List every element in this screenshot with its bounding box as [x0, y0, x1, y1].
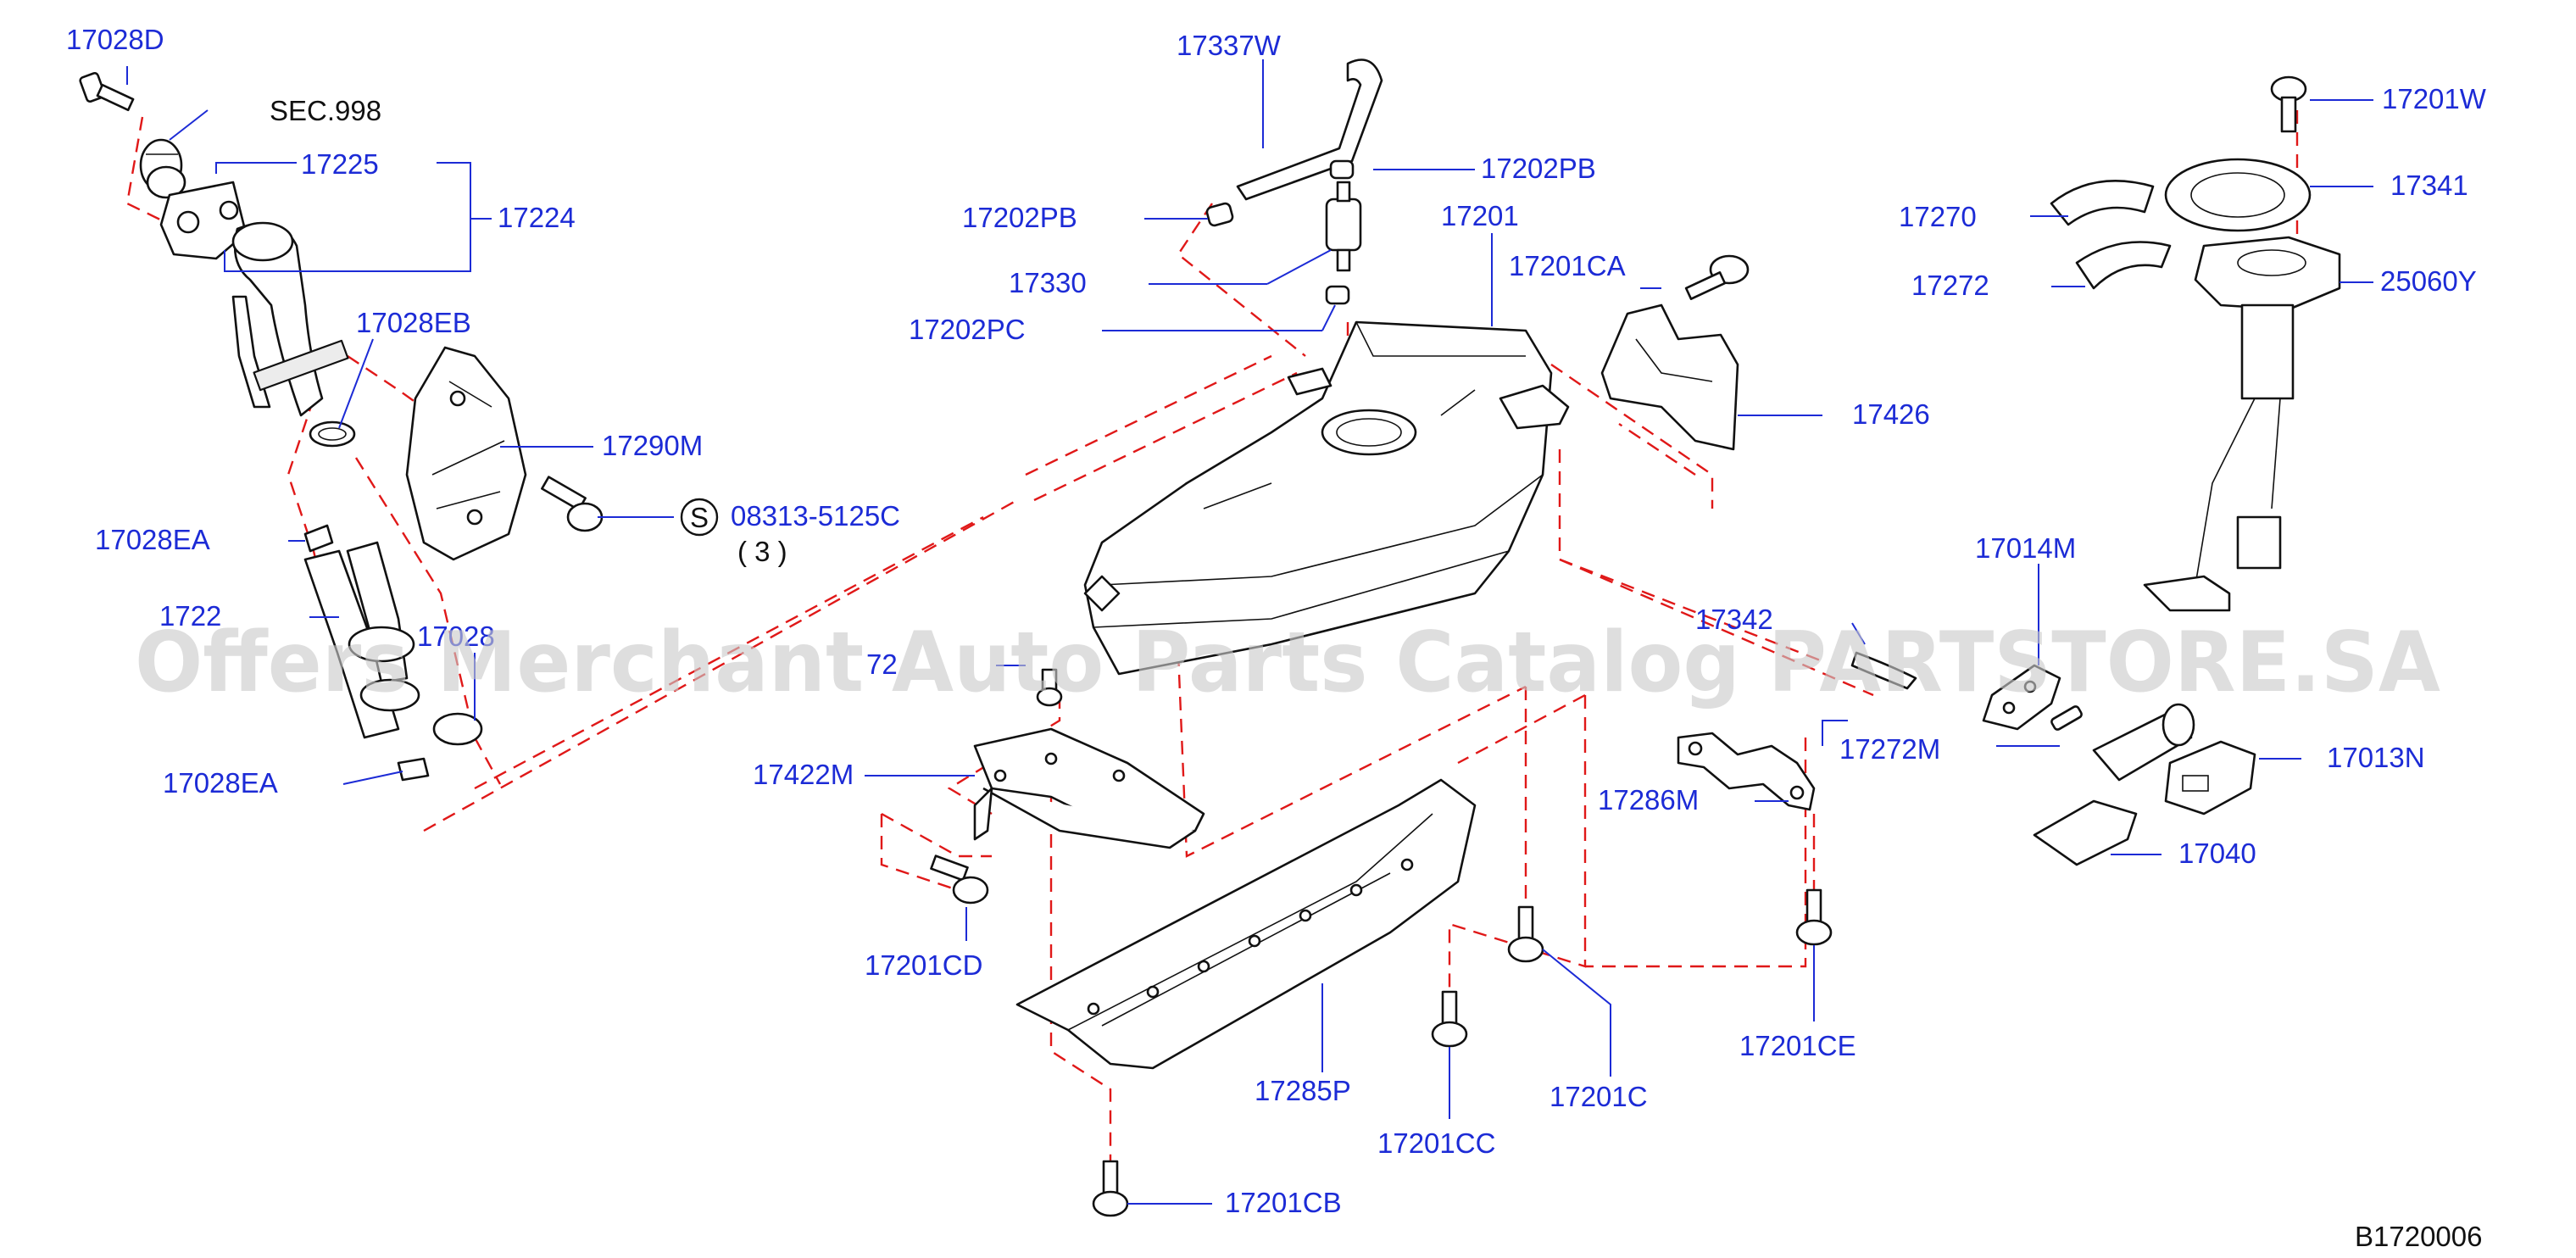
- label-17201[interactable]: 17201: [1441, 200, 1519, 231]
- fuel-pump-17040: [2033, 703, 2195, 866]
- label-17028EB[interactable]: 17028EB: [356, 307, 471, 338]
- packing-17272: [2075, 241, 2172, 290]
- label-17426[interactable]: 17426: [1852, 398, 1930, 430]
- label-17225[interactable]: 17225: [301, 148, 379, 180]
- s-symbol-badge: S: [680, 498, 719, 537]
- bolt-08313: [541, 476, 604, 532]
- watermark-text: Offers Merchant Auto Parts Catalog PARTS…: [135, 615, 2440, 711]
- bracket-17426: [1600, 254, 1750, 451]
- tank-strap-17342: [1850, 651, 1917, 690]
- label-17202PB-left[interactable]: 17202PB: [962, 202, 1077, 233]
- gasket-17341: [2164, 158, 2312, 232]
- check-valve-17330: [1325, 181, 1362, 272]
- filler-flange-17225: [159, 181, 248, 260]
- label-17201C[interactable]: 17201C: [1549, 1081, 1648, 1112]
- packing-17270: [2050, 180, 2155, 226]
- fuel-cap: [139, 138, 186, 199]
- heat-shield-17290M: [405, 346, 527, 561]
- label-17201W[interactable]: 17201W: [2382, 83, 2487, 114]
- hose-clamp-17028EB: [309, 420, 356, 448]
- label-17341[interactable]: 17341: [2390, 170, 2468, 201]
- bolt-17201CE: [1795, 888, 1833, 946]
- part-labels: 17028D SEC.998 17225 17224 17028EB 17290…: [66, 24, 2487, 1252]
- clamp-17202PC: [1325, 285, 1350, 305]
- diagram-code: B1720006: [2355, 1221, 2482, 1252]
- label-17028EA-upper[interactable]: 17028EA: [95, 524, 210, 555]
- filler-neck-assembly: [79, 71, 604, 782]
- label-17224[interactable]: 17224: [498, 202, 576, 233]
- label-17422M[interactable]: 17422M: [753, 759, 854, 790]
- label-17014M[interactable]: 17014M: [1975, 532, 2076, 564]
- cradle-17422M: [973, 727, 1205, 849]
- bolt-near-tank: [1036, 668, 1063, 707]
- label-17201CD[interactable]: 17201CD: [865, 949, 982, 981]
- fuel-tank-17201: [1083, 320, 1570, 676]
- label-17201CE[interactable]: 17201CE: [1739, 1030, 1856, 1061]
- clamp-17202PB-left: [1205, 202, 1234, 227]
- label-17201CB[interactable]: 17201CB: [1225, 1187, 1342, 1218]
- clamp-17202PB-right: [1329, 159, 1355, 180]
- label-17028D[interactable]: 17028D: [66, 24, 164, 55]
- fuel-pump-assembly: [1982, 75, 2341, 866]
- label-17337W[interactable]: 17337W: [1177, 30, 1282, 61]
- label-25060Y[interactable]: 25060Y: [2380, 265, 2477, 297]
- label-17270[interactable]: 17270: [1899, 201, 1977, 232]
- bracket-17014M: [1982, 664, 2061, 731]
- label-17040[interactable]: 17040: [2178, 838, 2256, 869]
- bolt-17201CA: [1684, 254, 1750, 300]
- skid-plate-17285P: [1015, 778, 1477, 1070]
- s-symbol-text: S: [690, 502, 709, 533]
- label-17272M[interactable]: 17272M: [1839, 733, 1940, 765]
- label-08313-5125C[interactable]: 08313-5125C: [731, 500, 900, 532]
- bolt-17201CB: [1092, 1160, 1129, 1217]
- label-17201CC[interactable]: 17201CC: [1377, 1127, 1495, 1159]
- dashed-assembly-lines: [125, 110, 2299, 1170]
- vent-hose-17337W: [1236, 58, 1383, 201]
- sender-unit-25060Y: [2143, 236, 2341, 612]
- bolt-17201W: [2270, 75, 2307, 133]
- label-sec998[interactable]: SEC.998: [270, 95, 381, 126]
- label-17202PC[interactable]: 17202PC: [909, 314, 1026, 345]
- pump-connector-17013N: [2164, 740, 2256, 815]
- label-17201CA[interactable]: 17201CA: [1509, 250, 1626, 281]
- vent-assembly: [1205, 58, 1383, 305]
- label-17285P[interactable]: 17285P: [1255, 1075, 1351, 1106]
- label-17028E-partial[interactable]: 17028: [417, 621, 495, 652]
- filler-hose-17220: [303, 541, 483, 746]
- label-72-partial[interactable]: 72: [866, 648, 898, 680]
- leader-lines: [126, 59, 2373, 1205]
- filter-clip: [2050, 705, 2083, 731]
- bolt-17201C: [1507, 905, 1544, 963]
- label-qty-3: ( 3 ): [737, 536, 787, 567]
- label-17290M[interactable]: 17290M: [602, 430, 703, 461]
- bracket-17286M: [1677, 732, 1816, 811]
- clip-17028EA-upper: [303, 524, 334, 553]
- filler-tube-17224: [231, 221, 349, 417]
- label-17202PB-right[interactable]: 17202PB: [1481, 153, 1596, 184]
- label-17220-partial[interactable]: 1722: [159, 600, 221, 632]
- label-17286M[interactable]: 17286M: [1598, 784, 1699, 815]
- bolt-17201CD: [930, 854, 989, 905]
- label-17272[interactable]: 17272: [1911, 270, 1989, 301]
- label-17013N[interactable]: 17013N: [2327, 742, 2425, 773]
- label-17028EA-lower[interactable]: 17028EA: [163, 767, 278, 799]
- label-17330[interactable]: 17330: [1009, 267, 1087, 298]
- label-17342[interactable]: 17342: [1695, 604, 1773, 635]
- bolt-17028D: [79, 71, 135, 112]
- clip-17028EA-lower: [397, 757, 430, 782]
- bolt-17201CC: [1431, 990, 1468, 1048]
